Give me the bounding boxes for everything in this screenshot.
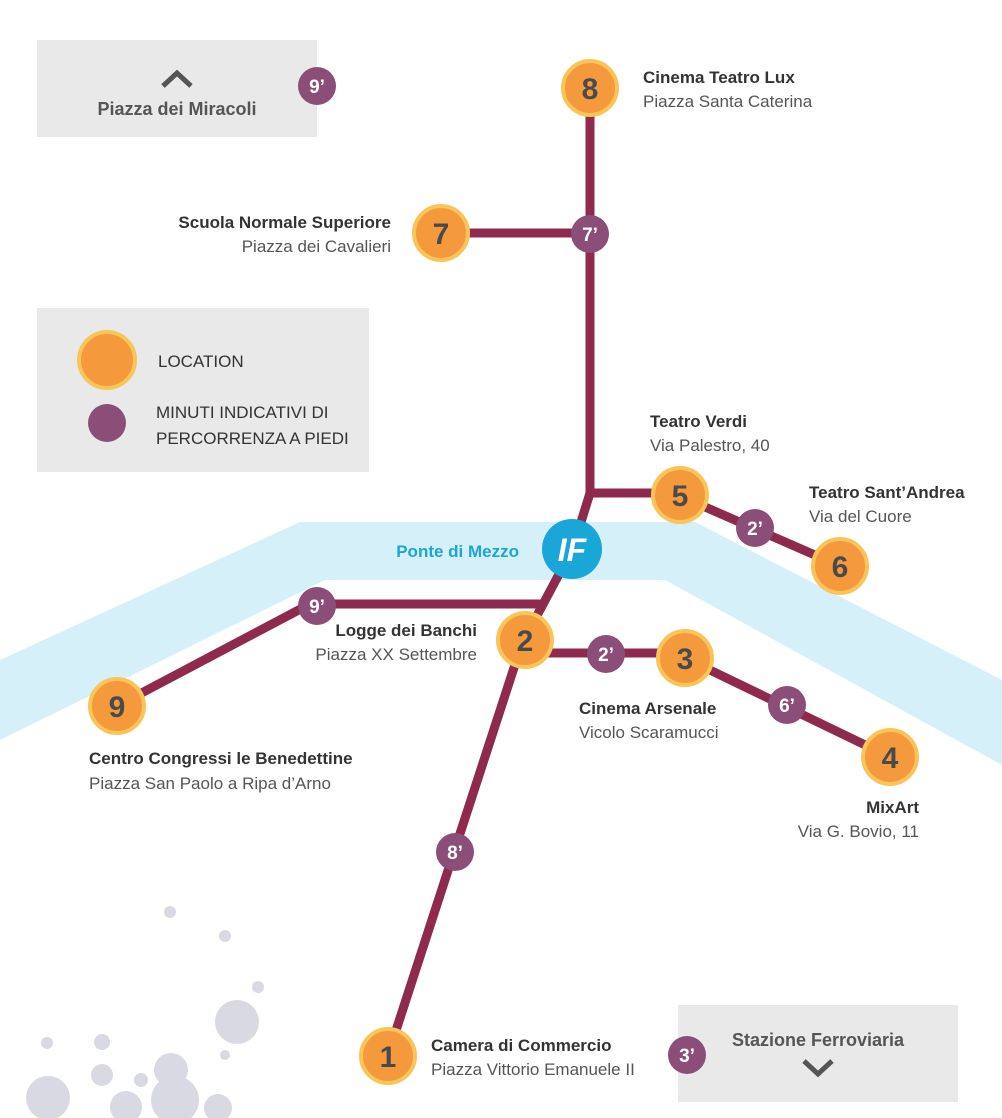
svg-text:8’: 8’ (447, 843, 463, 864)
location-2-name: Logge dei Banchi (335, 621, 477, 640)
location-6-name: Teatro Sant’Andrea (809, 483, 965, 502)
location-6-address: Via del Cuore (809, 507, 912, 526)
minutes-marker-5-6: 2’ (736, 509, 774, 547)
location-3-address: Vicolo Scaramucci (579, 723, 719, 742)
location-5-name: Teatro Verdi (650, 412, 747, 431)
location-node-1: 1 (359, 1027, 417, 1085)
minutes-marker-bottom-box: 3’ (668, 1036, 706, 1074)
location-node-8: 8 (561, 59, 619, 117)
if-logo-icon (542, 519, 602, 579)
location-nodes: 1 2 3 4 5 6 7 8 (88, 59, 919, 1085)
svg-text:5: 5 (672, 480, 689, 513)
bottom-destination-label: Stazione Ferroviaria (732, 1030, 905, 1050)
location-node-4: 4 (861, 728, 919, 786)
bottom-destination-box (678, 1005, 958, 1102)
location-1-name: Camera di Commercio (431, 1036, 611, 1055)
river-arno (0, 522, 1002, 765)
svg-text:3’: 3’ (679, 1046, 695, 1067)
svg-text:IF: IF (558, 532, 588, 568)
minutes-marker-3-4: 6’ (768, 686, 806, 724)
svg-text:7’: 7’ (582, 225, 598, 246)
svg-text:7: 7 (433, 218, 450, 251)
top-destination-box (37, 40, 317, 137)
location-2-address: Piazza XX Settembre (315, 645, 477, 664)
location-node-5: 5 (651, 466, 709, 524)
top-destination-label: Piazza dei Miracoli (97, 99, 256, 119)
decorative-bubbles (26, 906, 264, 1118)
svg-text:9: 9 (109, 691, 126, 724)
minutes-marker-2-3: 2’ (587, 635, 625, 673)
legend-minutes-label-line2: PERCORRENZA A PIEDI (156, 429, 349, 448)
legend-minutes-icon (88, 404, 126, 442)
location-node-9: 9 (88, 677, 146, 735)
location-4-address: Via G. Bovio, 11 (798, 822, 919, 841)
location-9-name: Centro Congressi le Benedettine (89, 749, 353, 768)
location-labels: Camera di Commercio Piazza Vittorio Eman… (89, 68, 965, 1079)
location-node-3: 3 (656, 629, 714, 687)
location-node-6: 6 (811, 537, 869, 595)
minutes-marker-top-box: 9’ (298, 67, 336, 105)
minutes-markers: 9’ 7’ 2’ 9’ 2’ 6’ 8’ 3’ (298, 67, 806, 1074)
location-8-address: Piazza Santa Caterina (643, 92, 813, 111)
location-7-name: Scuola Normale Superiore (178, 213, 391, 232)
legend-location-icon (77, 330, 137, 390)
location-1-address: Piazza Vittorio Emanuele II (431, 1060, 635, 1079)
legend-location-label: LOCATION (158, 352, 244, 371)
svg-text:6’: 6’ (779, 696, 795, 717)
location-7-address: Piazza dei Cavalieri (242, 237, 391, 256)
location-8-name: Cinema Teatro Lux (643, 68, 795, 87)
location-5-address: Via Palestro, 40 (650, 436, 770, 455)
minutes-marker-2-9: 9’ (298, 587, 336, 625)
svg-text:2: 2 (517, 625, 534, 658)
svg-text:2’: 2’ (598, 645, 614, 666)
legend-minutes-label-line1: MINUTI INDICATIVI DI (156, 403, 329, 422)
minutes-marker-8-7: 7’ (571, 215, 609, 253)
location-9-address: Piazza San Paolo a Ripa d’Arno (89, 774, 331, 793)
location-node-2: 2 (496, 611, 554, 669)
route-main-north (585, 85, 685, 498)
minutes-marker-1-2: 8’ (436, 833, 474, 871)
svg-text:3: 3 (677, 643, 694, 676)
svg-text:6: 6 (832, 551, 849, 584)
location-3-name: Cinema Arsenale (579, 699, 716, 718)
svg-text:1: 1 (380, 1041, 397, 1074)
svg-text:2’: 2’ (747, 519, 763, 540)
location-node-7: 7 (412, 204, 470, 262)
bridge-label: Ponte di Mezzo (396, 542, 519, 561)
chevron-up-icon (161, 69, 193, 88)
chevron-down-icon (802, 1059, 834, 1078)
svg-text:4: 4 (882, 742, 899, 775)
bridge-logo: IF (542, 519, 602, 579)
location-4-name: MixArt (866, 798, 919, 817)
svg-text:9’: 9’ (309, 597, 325, 618)
svg-text:9’: 9’ (309, 77, 325, 98)
svg-text:8: 8 (582, 73, 599, 106)
